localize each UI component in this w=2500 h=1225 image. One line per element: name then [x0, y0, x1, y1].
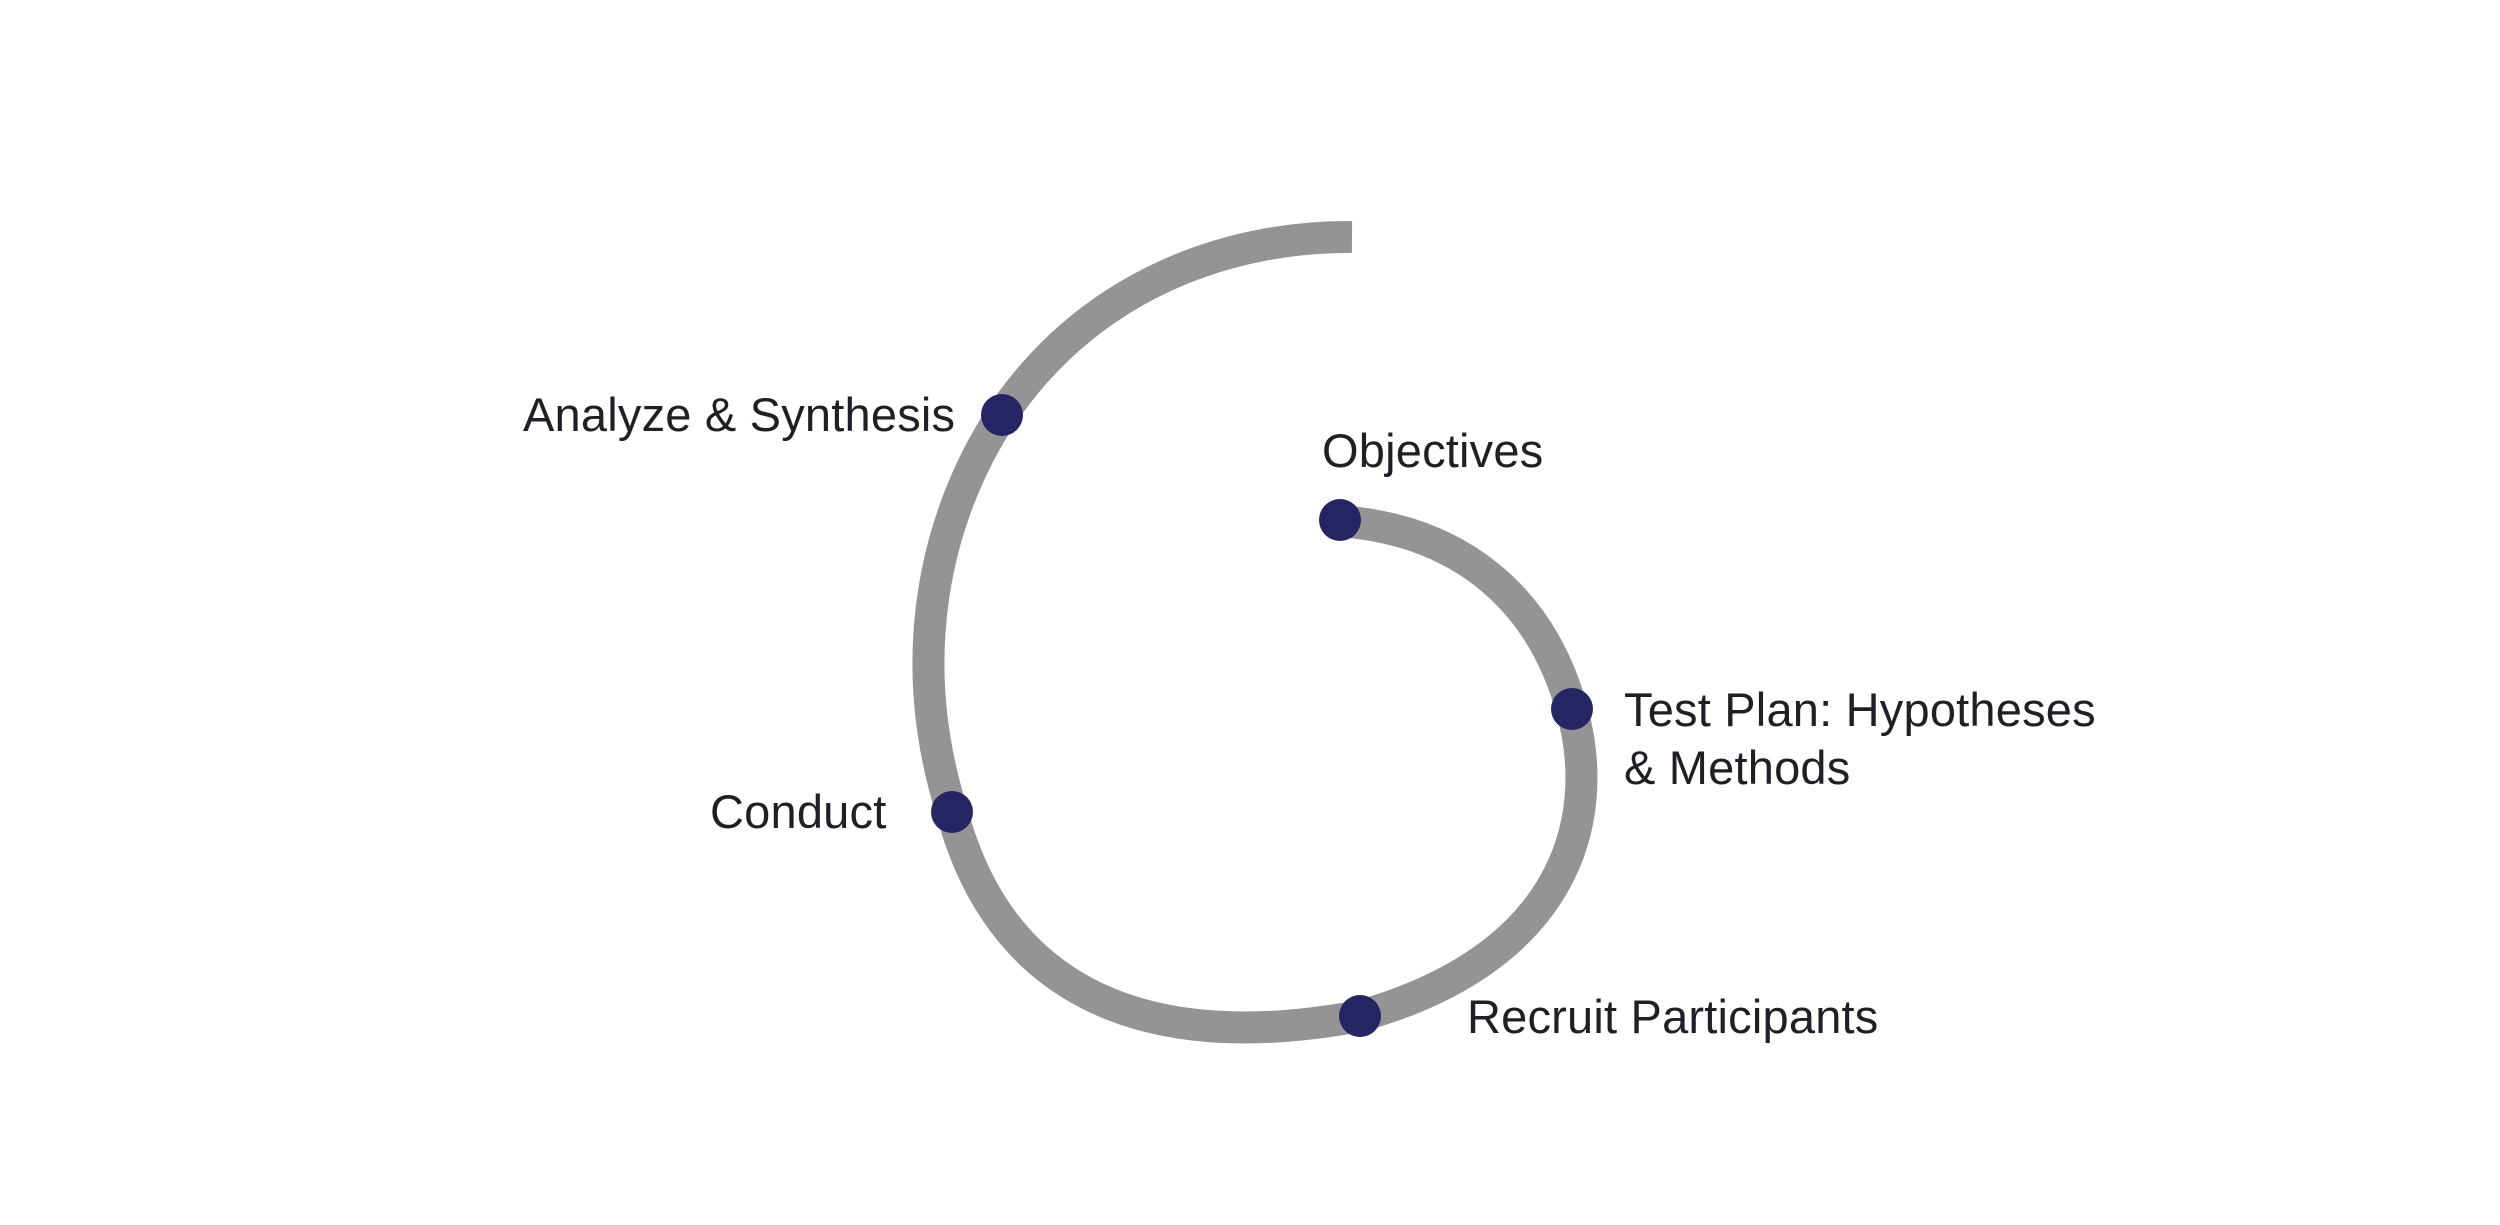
- objectives-label-text: Objectives: [1322, 424, 1544, 477]
- conduct-label-text: Conduct: [710, 785, 887, 838]
- objectives-label: Objectives: [1322, 422, 1543, 480]
- conduct-node[interactable]: [931, 791, 973, 833]
- recruit-participants-node[interactable]: [1339, 995, 1381, 1037]
- recruit-participants-label: Recruit Participants: [1467, 988, 1879, 1046]
- analyze-synthesis-node[interactable]: [981, 394, 1023, 436]
- test-plan-label-line-1: Test Plan: Hypotheses: [1624, 683, 2096, 736]
- test-plan-label-line-2: & Methods: [1624, 741, 1851, 794]
- analyze-synthesis-label: Analyze & Synthesis: [523, 386, 955, 444]
- test-plan-node[interactable]: [1551, 688, 1593, 730]
- recruit-participants-label-text: Recruit Participants: [1467, 990, 1879, 1043]
- conduct-label: Conduct: [710, 783, 886, 841]
- objectives-node[interactable]: [1319, 499, 1361, 541]
- spiral-track: [912, 220, 1598, 1044]
- test-plan-label: Test Plan: Hypotheses & Methods: [1624, 681, 2096, 797]
- analyze-synthesis-label-text: Analyze & Synthesis: [523, 388, 956, 441]
